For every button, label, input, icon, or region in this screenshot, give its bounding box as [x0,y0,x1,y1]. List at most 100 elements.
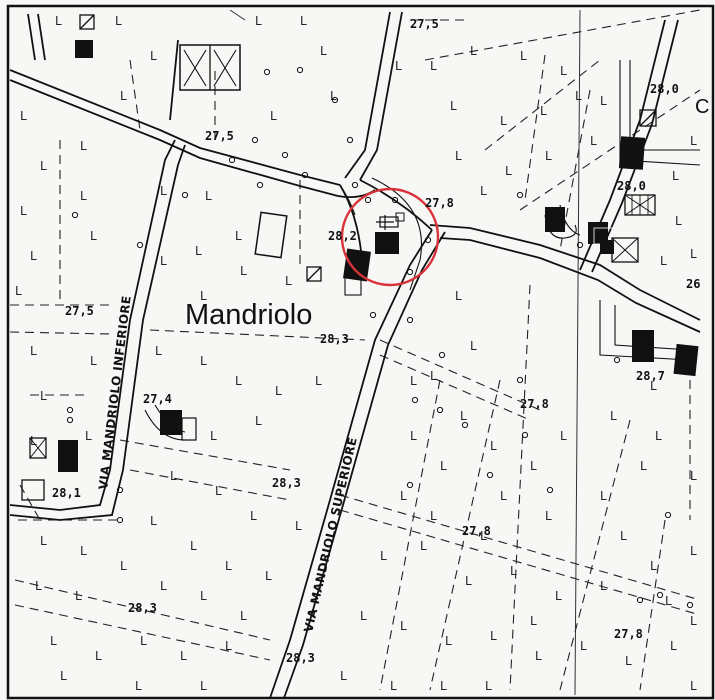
vegetation-symbol: L [480,529,487,543]
vegetation-symbol: L [255,14,262,28]
vegetation-symbol: L [655,429,662,443]
vegetation-symbol: L [190,539,197,553]
vegetation-symbol: L [590,134,597,148]
vegetation-symbol: L [30,434,37,448]
vegetation-symbol: L [555,589,562,603]
vegetation-symbol: L [660,254,667,268]
point-marker [411,396,419,404]
point-marker [516,191,524,199]
vegetation-symbol: L [640,459,647,473]
vegetation-symbol: L [40,389,47,403]
vegetation-symbol: L [95,649,102,663]
point-marker [406,268,414,276]
vegetation-symbol: L [535,649,542,663]
vegetation-symbol: L [235,229,242,243]
vegetation-symbol: L [410,429,417,443]
vegetation-symbol: L [410,374,417,388]
vegetation-symbol: L [300,14,307,28]
elevation-label: 27,5 [65,304,94,318]
vegetation-symbol: L [400,619,407,633]
parcel-boundaries [9,9,701,691]
vegetation-symbol: L [620,529,627,543]
elevation-label: 27,5 [205,129,234,143]
vegetation-symbol: L [295,519,302,533]
road-label-via-mandriolo-superiore: VIA MANDRIOLO SUPERIORE [301,436,360,634]
vegetation-symbol: L [690,679,697,693]
vegetation-symbol: L [690,544,697,558]
vegetation-symbol: L [200,289,207,303]
vegetation-symbol: L [155,344,162,358]
vegetation-symbol: L [90,354,97,368]
point-marker [71,211,79,219]
vegetation-symbol: L [510,564,517,578]
vegetation-symbol: L [360,609,367,623]
vegetation-symbol: L [530,614,537,628]
buildings [21,14,699,501]
point-marker [486,471,494,479]
point-marker [346,136,354,144]
vegetation-symbol: L [455,289,462,303]
vegetation-symbol: L [340,669,347,683]
elevation-label: 28,0 [650,82,679,96]
vegetation-symbol: L [625,654,632,668]
place-name-label: Mandriolo [185,299,312,331]
point-marker [66,406,74,414]
elevation-label: 28,3 [320,332,349,346]
vegetation-symbol: L [545,509,552,523]
vegetation-symbol: L [140,634,147,648]
vegetation-symbol: L [40,534,47,548]
point-marker [664,511,672,519]
vegetation-symbol: L [560,429,567,443]
vegetation-symbol: L [610,409,617,423]
point-marker [546,486,554,494]
vegetation-symbol: L [445,634,452,648]
vegetation-symbol: L [315,374,322,388]
point-marker [116,516,124,524]
vegetation-symbol: L [390,679,397,693]
vegetation-symbol: L [465,574,472,588]
vegetation-symbol: L [395,59,402,73]
vegetation-symbol: L [485,679,492,693]
point-marker [424,236,432,244]
vegetation-symbol: L [30,249,37,263]
vegetation-symbol: L [240,609,247,623]
vegetation-symbol: L [150,514,157,528]
via-mandriolo-inferiore [9,139,176,511]
highlight-circle [340,187,440,287]
vegetation-symbol: L [215,484,222,498]
vegetation-symbol: L [50,634,57,648]
point-marker [391,196,399,204]
vegetation-symbol: L [75,589,82,603]
vegetation-symbol: L [20,109,27,123]
point-marker [256,181,264,189]
vegetation-symbol: L [650,379,657,393]
vegetation-symbol: L [85,429,92,443]
vegetation-symbol: L [160,184,167,198]
elevation-label: 27,8 [520,397,549,411]
point-marker [656,591,664,599]
vegetation-symbol: L [672,169,679,183]
point-marker [331,96,339,104]
elevation-label: 27,8 [425,196,454,210]
vegetation-symbol: L [60,669,67,683]
vegetation-symbol: L [490,439,497,453]
vegetation-symbol: L [600,489,607,503]
vegetation-symbol: L [275,384,282,398]
vegetation-symbol: L [15,284,22,298]
vegetation-symbol: L [250,509,257,523]
elevation-label: 27,4 [143,392,172,406]
point-marker [438,351,446,359]
vegetation-symbol: L [180,649,187,663]
elevation-label: 28,0 [617,179,646,193]
vegetation-symbol: L [480,184,487,198]
vegetation-symbol: L [320,44,327,58]
vegetation-symbol: L [170,469,177,483]
vegetation-symbol: L [30,344,37,358]
point-marker [136,241,144,249]
elevation-label: 28,7 [636,369,665,383]
vegetation-symbol: L [665,594,672,608]
point-marker [116,486,124,494]
point-marker [66,416,74,424]
vegetation-symbol: L [80,189,87,203]
